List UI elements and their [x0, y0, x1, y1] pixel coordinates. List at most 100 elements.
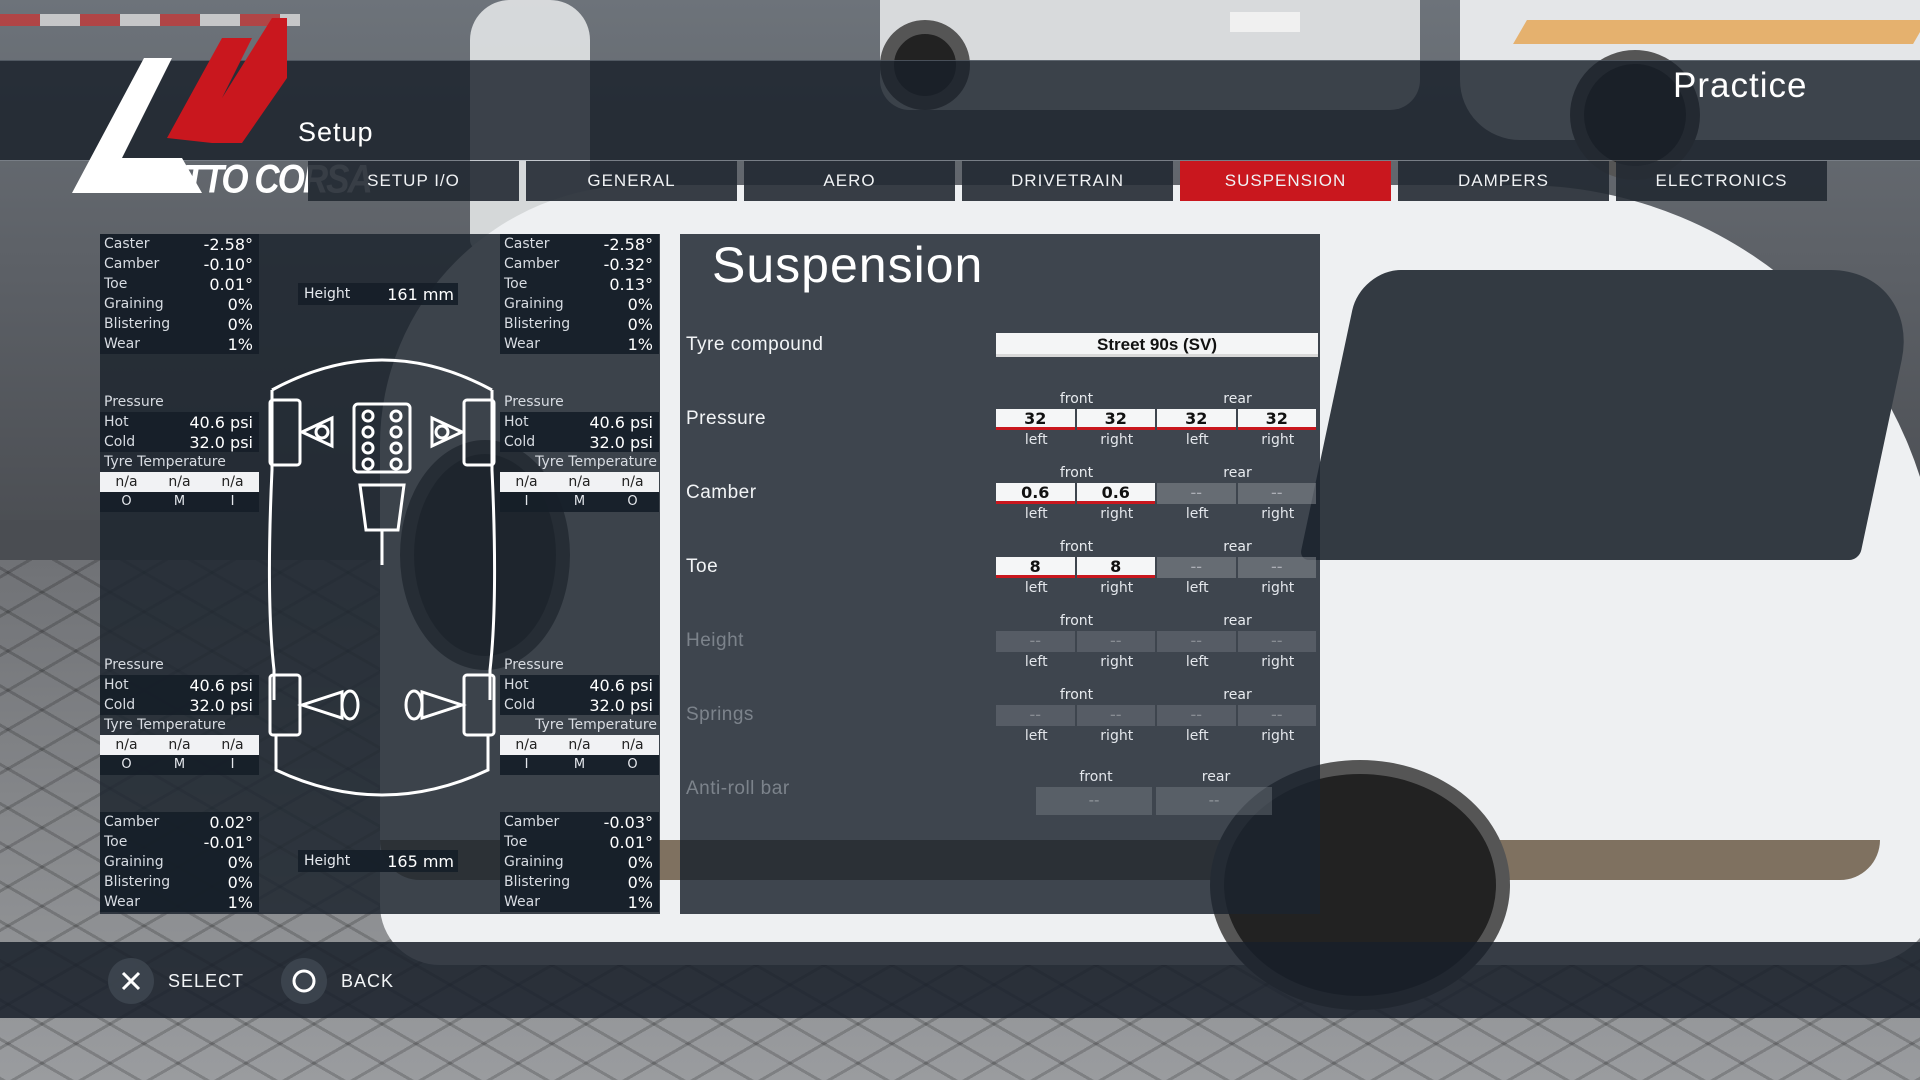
springs-rear-right-input: --	[1237, 705, 1316, 726]
tab-setup-io[interactable]: SETUP I/O	[308, 161, 519, 201]
springs-rear-left-input: --	[1157, 705, 1236, 726]
toe-label: Toe	[686, 556, 719, 577]
tab-drivetrain[interactable]: DRIVETRAIN	[962, 161, 1173, 201]
toe-front-right-input[interactable]: 8	[1076, 557, 1155, 578]
pressure-front-right-input[interactable]: 32	[1076, 409, 1155, 430]
toe-rear-right-input[interactable]: --	[1237, 557, 1316, 578]
front-height-value: 161 mm	[387, 284, 454, 304]
camber-label: Camber	[686, 482, 757, 503]
toe-front-left-input[interactable]: 8	[996, 557, 1075, 578]
camber-rear-label: rear	[1223, 465, 1252, 481]
fl-graining-label: Graining	[104, 296, 164, 312]
fr-hot-value: 40.6 psi	[589, 412, 653, 432]
fr-zone-1: M	[573, 494, 586, 509]
rr-toe-label: Toe	[504, 834, 528, 850]
back-button[interactable]: BACK	[281, 958, 394, 1004]
tab-electronics[interactable]: ELECTRONICS	[1616, 161, 1827, 201]
toe-rear-left-input[interactable]: --	[1157, 557, 1236, 578]
camber-front-left-input[interactable]: 0.6	[996, 483, 1075, 504]
camber-rear-right-input[interactable]: --	[1237, 483, 1316, 504]
fl-camber-label: Camber	[104, 256, 160, 272]
rl-cold-value: 32.0 psi	[189, 695, 253, 715]
front-height-label: Height	[304, 286, 351, 302]
tyre-compound-label: Tyre compound	[686, 334, 824, 355]
rr-zone-1: M	[573, 757, 586, 772]
height-front-right-input: --	[1076, 631, 1155, 652]
side-right: right	[1100, 506, 1134, 522]
pressure-front-label: front	[1059, 391, 1094, 407]
fr-camber-row: Camber-0.32°	[500, 254, 659, 274]
rl-hot-label: Hot	[104, 677, 129, 693]
rl-zone-2: I	[230, 757, 235, 772]
rl-camber-label: Camber	[104, 814, 160, 830]
fl-caster-value: -2.58°	[203, 234, 253, 254]
tab-aero[interactable]: AERO	[744, 161, 955, 201]
background-car-window	[1299, 270, 1920, 560]
rr-cold-value: 32.0 psi	[589, 695, 653, 715]
side-left: left	[1024, 728, 1048, 744]
rr-graining-label: Graining	[504, 854, 564, 870]
fr-zone-2: O	[627, 494, 638, 509]
toe-rear-label: rear	[1223, 539, 1252, 555]
rr-graining-row: Graining 0%	[500, 852, 659, 872]
fr-cold-label: Cold	[504, 434, 536, 450]
tab-dampers[interactable]: DAMPERS	[1398, 161, 1609, 201]
fr-caster-row: Caster-2.58°	[500, 234, 659, 254]
fl-cold-value: 32.0 psi	[189, 432, 253, 452]
rl-zone-0: O	[121, 757, 132, 772]
tab-general[interactable]: GENERAL	[526, 161, 737, 201]
setup-tabs: SETUP I/O GENERAL AERO DRIVETRAIN SUSPEN…	[308, 161, 1834, 201]
height-label: Height	[686, 630, 744, 651]
rl-toe-value: -0.01°	[203, 832, 253, 852]
rl-wear-value: 1%	[227, 892, 253, 912]
side-left: left	[1024, 506, 1048, 522]
anti-roll-bar-values: -- --	[1036, 787, 1276, 815]
rr-zone-2: O	[627, 757, 638, 772]
fl-camber-row: Camber-0.10°	[100, 254, 259, 274]
pressure-label: Pressure	[686, 408, 767, 429]
pressure-rear-right-input[interactable]: 32	[1237, 409, 1316, 430]
springs-front-label: front	[1059, 687, 1094, 703]
arb-front-label: front	[1079, 769, 1113, 785]
rl-temp-inner: n/a	[221, 737, 244, 753]
page-title: Setup	[298, 117, 374, 147]
pressure-front-left-input[interactable]: 32	[996, 409, 1075, 430]
select-button[interactable]: SELECT	[108, 958, 244, 1004]
fr-toe-value: 0.13°	[609, 274, 653, 294]
session-label: Practice	[1673, 66, 1808, 105]
arb-rear-input: --	[1156, 787, 1272, 815]
rl-toe-row: Toe-0.01°	[100, 832, 259, 852]
camber-rear-left-input[interactable]: --	[1157, 483, 1236, 504]
rr-graining-value: 0%	[627, 852, 653, 872]
rr-cold-label: Cold	[504, 697, 536, 713]
fr-temp-inner: n/a	[515, 474, 538, 490]
fr-graining-value: 0%	[627, 294, 653, 314]
side-left: left	[1185, 432, 1209, 448]
tab-suspension[interactable]: SUSPENSION	[1180, 161, 1391, 201]
height-rear-right-input: --	[1237, 631, 1316, 652]
fr-temp-outer: n/a	[621, 474, 644, 490]
pressure-rear-left-input[interactable]: 32	[1157, 409, 1236, 430]
fl-temp-middle: n/a	[168, 474, 191, 490]
pressure-values: 32 32 32 32	[996, 409, 1318, 430]
tyre-compound-selector[interactable]: Street 90s (SV)	[996, 333, 1318, 357]
camber-front-right-input[interactable]: 0.6	[1076, 483, 1155, 504]
